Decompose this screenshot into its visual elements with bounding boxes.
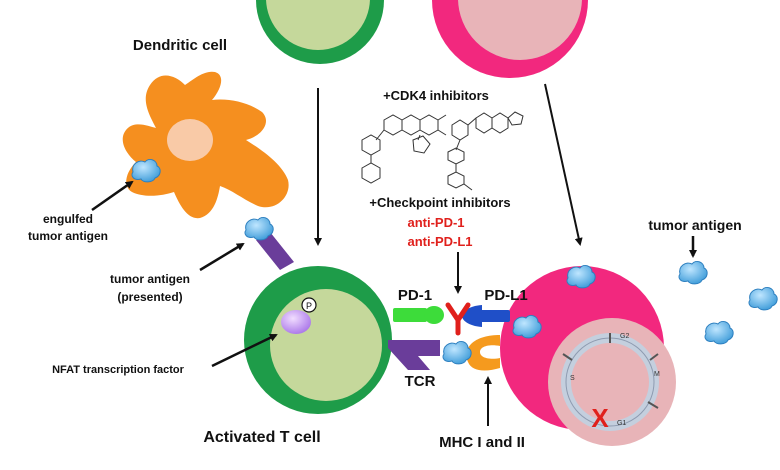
engulfed-arrow xyxy=(91,180,134,212)
top-t-cell xyxy=(256,0,384,64)
dendritic-cell-label: Dendritic cell xyxy=(133,37,227,54)
engulfed-label-line1: engulfed xyxy=(43,212,93,226)
anti-pdl1-label: anti-PD-L1 xyxy=(408,234,473,249)
dendritic-receptor xyxy=(256,232,294,270)
checkpoint-label: +Checkpoint inhibitors xyxy=(369,195,510,210)
presented-label-line2: (presented) xyxy=(117,290,182,304)
mhc-molecule xyxy=(466,335,500,371)
checkpoint-antibody xyxy=(445,302,471,336)
presented-label-line1: tumor antigen xyxy=(110,272,190,286)
mhc-label: MHC I and II xyxy=(439,434,525,451)
tumor-antigen-3 xyxy=(678,260,708,285)
tcr-receptor xyxy=(388,340,440,370)
phase-g2: G2 xyxy=(620,333,629,340)
phase-s: S xyxy=(570,375,575,382)
nfat-label: NFAT transcription factor xyxy=(52,364,185,376)
tumor-antigen-5 xyxy=(704,320,734,345)
engulfed-label-line2: tumor antigen xyxy=(28,229,108,243)
nfat-arrow xyxy=(211,333,278,368)
cdk4-structure-2 xyxy=(447,111,524,191)
tcr-label: TCR xyxy=(405,373,436,390)
cdk4-structure-1 xyxy=(361,114,447,184)
tumor-cell: G2 M G1 S X xyxy=(500,266,676,446)
presented-arrow xyxy=(199,242,245,272)
anti-pd1-label: anti-PD-1 xyxy=(407,215,464,230)
phase-m: M xyxy=(654,371,660,378)
tumor-arrow xyxy=(544,83,583,246)
cdk4-label: +CDK4 inhibitors xyxy=(383,88,489,103)
pdl1-label: PD-L1 xyxy=(484,287,527,304)
activated-t-cell: P xyxy=(244,266,392,414)
phospho-label: P xyxy=(306,301,312,311)
dendritic-cell xyxy=(122,71,289,219)
cell-cycle-block-mark: X xyxy=(591,403,609,433)
pdl1-ligand xyxy=(462,305,510,327)
phospho-group xyxy=(301,297,317,313)
activated-t-cell-label: Activated T cell xyxy=(203,429,320,446)
pd1-label: PD-1 xyxy=(398,287,432,304)
dendritic-nucleus xyxy=(167,119,213,161)
phase-g1: G1 xyxy=(617,420,626,427)
tcr-bound-antigen xyxy=(442,340,472,365)
pd1-receptor xyxy=(393,306,444,324)
top-tumor-cell xyxy=(432,0,588,78)
nfat-factor xyxy=(281,310,311,334)
tumor-antigen-label: tumor antigen xyxy=(648,217,741,233)
tumor-antigen-4 xyxy=(748,286,778,311)
